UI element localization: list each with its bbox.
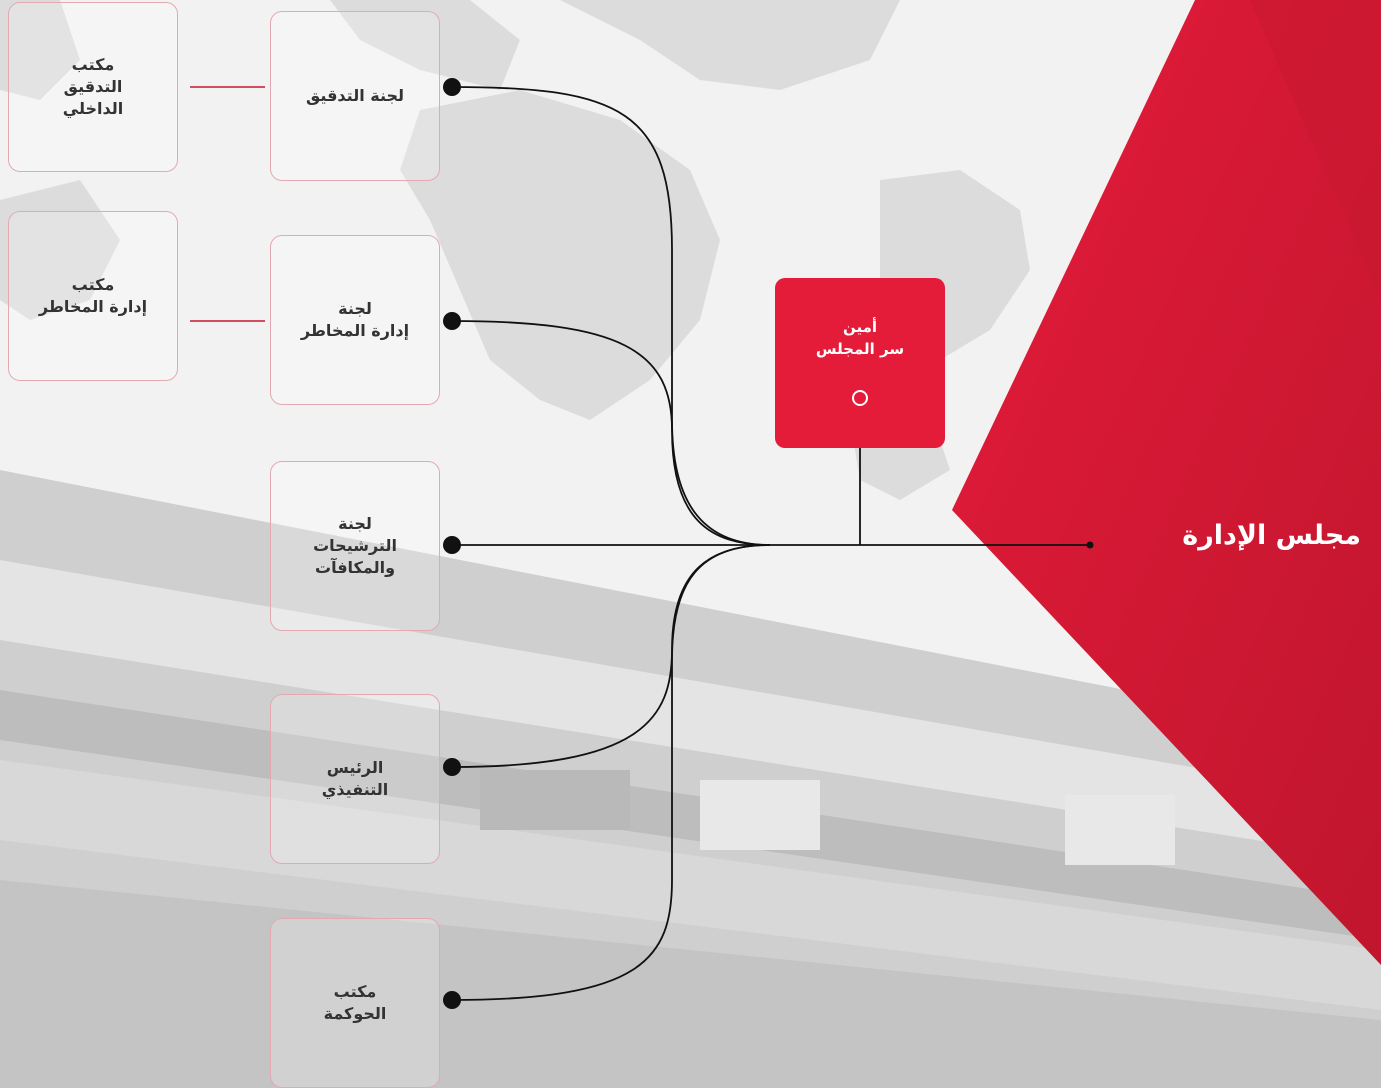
office-risk-management: مكتب إدارة المخاطر [8, 211, 178, 381]
nominations-dot [443, 536, 461, 554]
committee-line: لجنة التدقيق [305, 86, 405, 105]
audit-dot [443, 78, 461, 96]
ceo-dot [443, 758, 461, 776]
office-line: مكتب [71, 275, 115, 294]
audit-connector [451, 86, 771, 546]
office-internal-audit: مكتب التدقيق الداخلي [8, 2, 178, 172]
secretary-line-2: سر المجلس [815, 340, 905, 358]
committee-line: الترشيحات [313, 536, 397, 555]
office-line: التدقيق [63, 77, 123, 96]
circle-node-icon [852, 390, 868, 406]
office-line: الداخلي [62, 99, 124, 118]
committee-line: لجنة [338, 299, 372, 318]
ceo-line: الرئيس [326, 758, 384, 777]
governance-line: مكتب [333, 982, 377, 1001]
office-line: مكتب [71, 55, 115, 74]
committee-line: لجنة [338, 514, 372, 533]
world-map-shapes [0, 0, 1030, 500]
governance-office-box: مكتب الحوكمة [270, 918, 440, 1088]
ceo-box: الرئيس التنفيذي [270, 694, 440, 864]
committee-risk: لجنة إدارة المخاطر [270, 235, 440, 405]
governance-connector [451, 544, 771, 1001]
office-line: إدارة المخاطر [38, 297, 148, 316]
committee-nominations: لجنة الترشيحات والمكافآت [270, 461, 440, 631]
board-of-directors-title: مجلس الإدارة [1182, 520, 1361, 551]
governance-line: الحوكمة [323, 1004, 387, 1023]
committee-audit: لجنة التدقيق [270, 11, 440, 181]
board-dot [1086, 541, 1094, 549]
committee-line: إدارة المخاطر [300, 321, 410, 340]
board-secretary-box: أمين سر المجلس [775, 278, 945, 448]
ceo-connector [451, 544, 771, 768]
red-banner [952, 0, 1381, 965]
secretary-line-1: أمين [842, 318, 878, 336]
committee-line: والمكافآت [314, 558, 396, 577]
risk-connector [451, 320, 771, 546]
risk-dot [443, 312, 461, 330]
ceo-line: التنفيذي [321, 780, 389, 799]
building-photo [0, 470, 1381, 1088]
governance-dot [443, 991, 461, 1009]
